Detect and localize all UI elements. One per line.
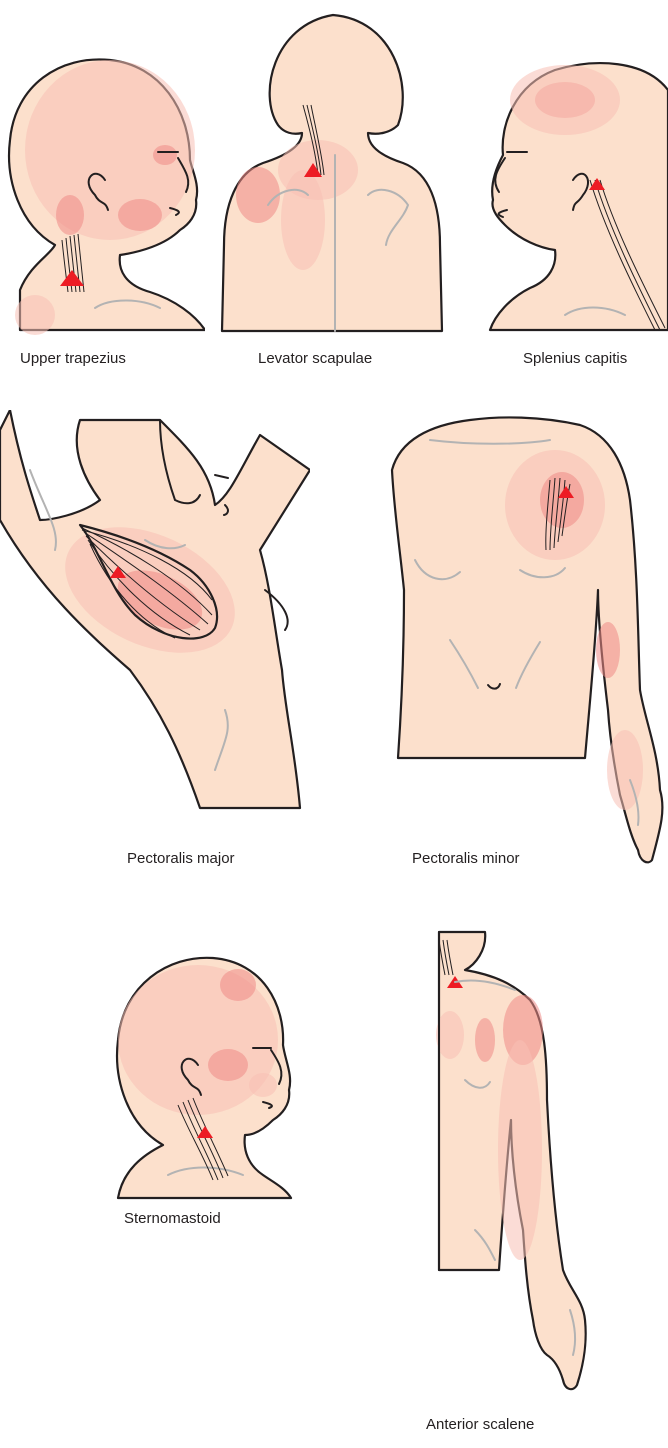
figure-caption: Sternomastoid	[124, 1210, 221, 1227]
figure-caption: Levator scapulae	[258, 350, 372, 367]
pectoralis-major-figure	[0, 410, 310, 810]
splenius-capitis-figure	[485, 30, 668, 335]
levator-scapulae-figure	[218, 5, 458, 333]
figure-caption: Splenius capitis	[523, 350, 627, 367]
figure-caption: Anterior scalene	[426, 1416, 534, 1433]
figure-caption: Pectoralis minor	[412, 850, 520, 867]
figure-caption: Pectoralis major	[127, 850, 235, 867]
pectoralis-minor-figure	[390, 410, 668, 870]
anterior-scalene-figure	[435, 930, 635, 1400]
sternomastoid-figure	[103, 930, 293, 1200]
figure-caption: Upper trapezius	[20, 350, 126, 367]
upper-trapezius-figure	[0, 30, 205, 335]
